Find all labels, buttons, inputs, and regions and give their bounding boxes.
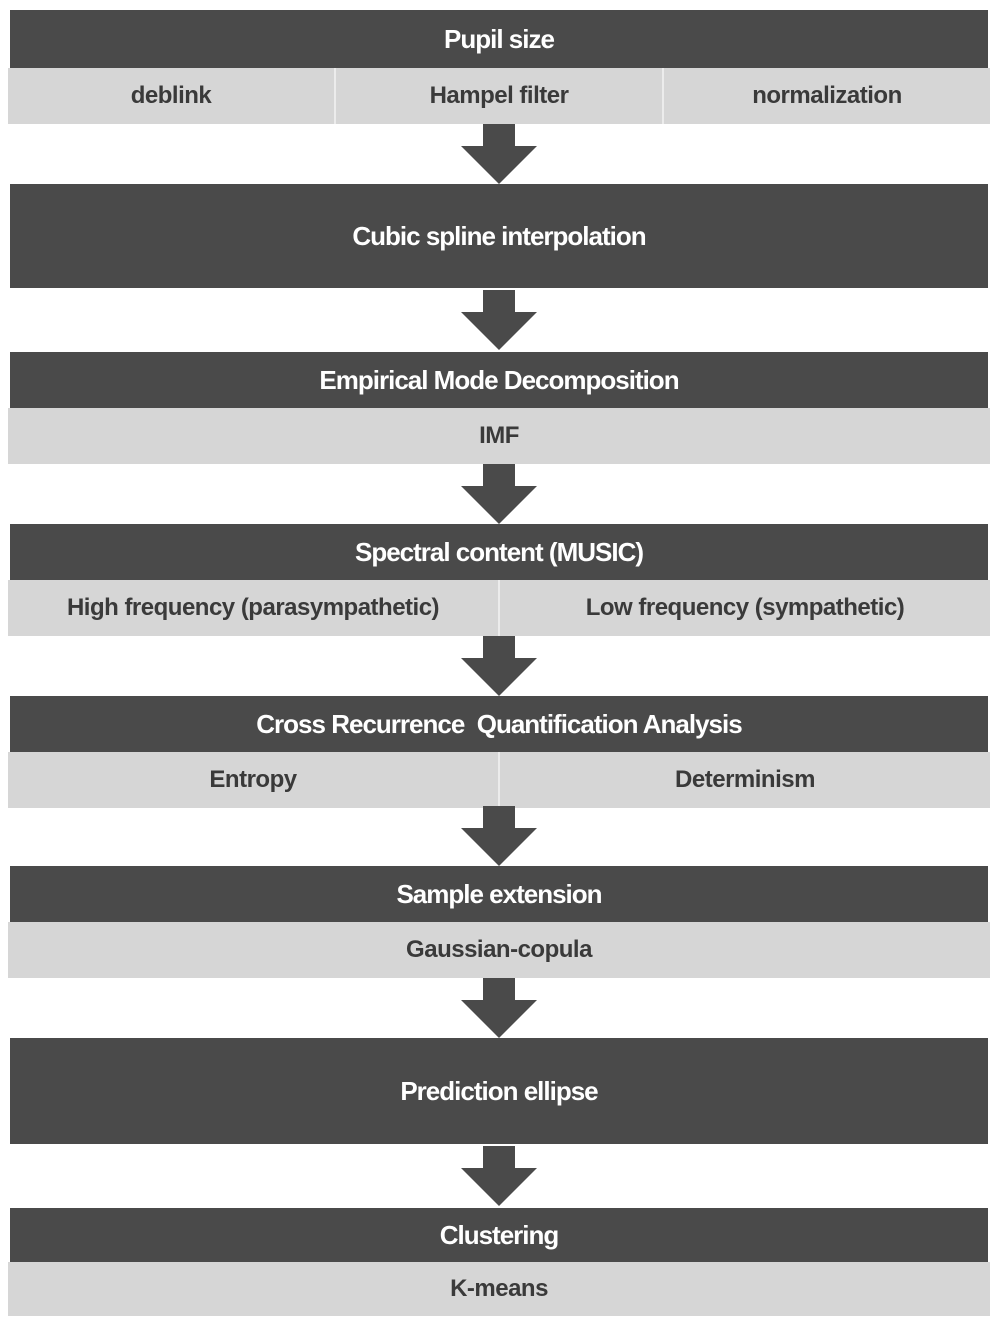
stage-crqa-header: Cross Recurrence Quantification Analysis xyxy=(10,696,988,752)
flow-arrow-2 xyxy=(461,290,537,350)
flow-arrow-5 xyxy=(461,806,537,866)
stage-title: Empirical Mode Decomposition xyxy=(319,364,679,395)
flow-arrow-6 xyxy=(461,978,537,1038)
step-determinism: Determinism xyxy=(498,752,990,808)
stage-prediction-ellipse-header: Prediction ellipse xyxy=(10,1038,988,1144)
step-hampel-filter: Hampel filter xyxy=(334,68,662,124)
stage-pupil-size-steps: deblink Hampel filter normalization xyxy=(8,68,990,124)
step-deblink: deblink xyxy=(130,82,212,109)
stage-sample-extension-header: Sample extension xyxy=(10,866,988,922)
stage-title: Sample extension xyxy=(396,878,602,909)
step-entropy: Entropy xyxy=(209,766,297,793)
stage-cubic-spline-header: Cubic spline interpolation xyxy=(10,184,988,288)
stage-clustering-header: Clustering xyxy=(10,1208,988,1262)
flow-arrow-3 xyxy=(461,464,537,524)
stage-title: Prediction ellipse xyxy=(400,1075,598,1106)
step-gaussian-copula: Gaussian-copula xyxy=(406,936,592,963)
stage-title: Clustering xyxy=(439,1219,560,1250)
stage-crqa-steps: Entropy Determinism xyxy=(8,752,990,808)
step-high-frequency: High frequency (parasympathetic) xyxy=(66,594,440,621)
stage-title: Cubic spline interpolation xyxy=(352,220,646,251)
flow-arrow-1 xyxy=(461,124,537,184)
stage-title: Pupil size xyxy=(444,23,555,54)
flow-arrow-4 xyxy=(461,636,537,696)
step-normalization: normalization xyxy=(662,68,990,124)
step-low-frequency: Low frequency (sympathetic) xyxy=(498,580,990,636)
stage-pupil-size-header: Pupil size xyxy=(10,10,988,68)
stage-emd-steps: IMF xyxy=(8,408,990,464)
stage-title: Spectral content (MUSIC) xyxy=(354,536,644,567)
stage-spectral-header: Spectral content (MUSIC) xyxy=(10,524,988,580)
stage-spectral-steps: High frequency (parasympathetic) Low fre… xyxy=(8,580,990,636)
stage-title: Cross Recurrence Quantification Analysis xyxy=(256,708,742,739)
step-k-means: K-means xyxy=(450,1275,548,1302)
stage-sample-extension-steps: Gaussian-copula xyxy=(8,922,990,978)
step-imf: IMF xyxy=(479,422,519,449)
stage-clustering-steps: K-means xyxy=(8,1262,990,1316)
stage-emd-header: Empirical Mode Decomposition xyxy=(10,352,988,408)
flow-arrow-7 xyxy=(461,1146,537,1206)
